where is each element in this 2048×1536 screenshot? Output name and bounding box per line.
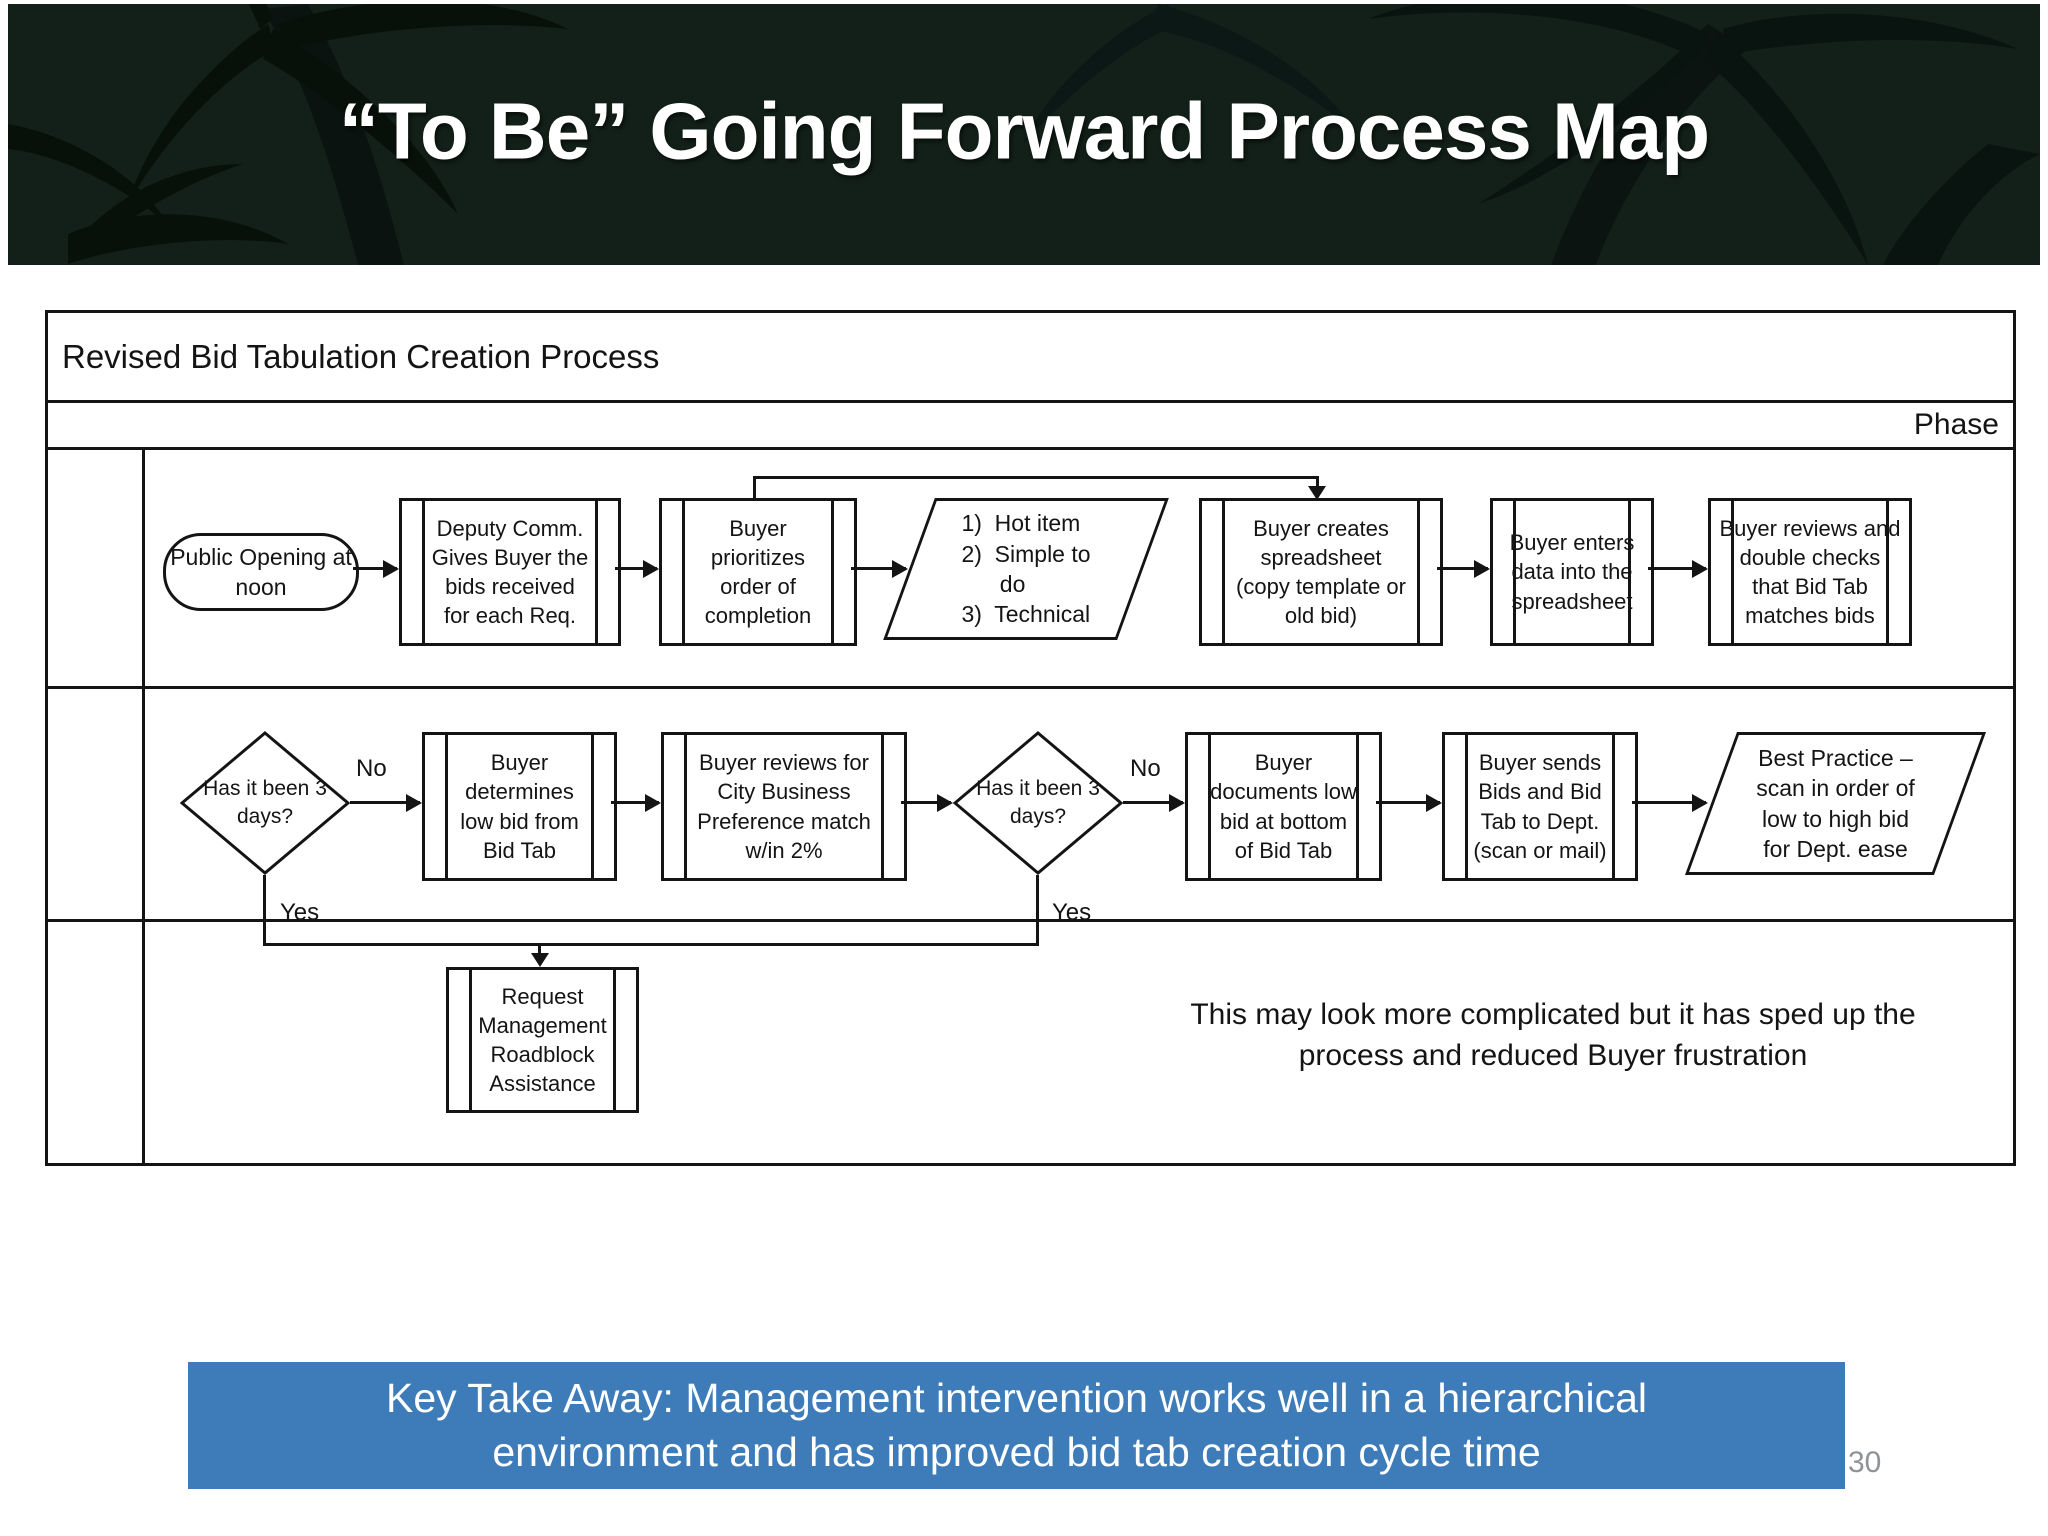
lane-divider-2 [48,919,2013,922]
node-buyer-enters-data: Buyer enters data into the spreadsheet [1490,498,1654,646]
skip-connector-horizontal [753,476,1319,479]
arrow-deputy-to-prioritize [615,559,659,578]
page-title: “To Be” Going Forward Process Map [338,85,1710,175]
node-priority-list: 1) Hot item 2) Simple to do 3) Technical [881,498,1171,640]
node-buyer-documents-low-bid: Buyer documents low bid at bottom of Bid… [1185,732,1382,881]
key-takeaway-banner: Key Take Away: Management intervention w… [188,1362,1845,1489]
arrow-determine-to-preference [611,793,661,812]
node-decision-3-days-2: Has it been 3 days? [953,731,1123,875]
yes-branch-arrowhead [531,953,549,967]
arrow-prioritize-to-list [851,559,908,578]
header-image: “To Be” Going Forward Process Map [8,4,2040,265]
arrow-enter-to-review [1648,559,1708,578]
node-buyer-sends-bids: Buyer sends Bids and Bid Tab to Dept. (s… [1442,732,1638,881]
node-best-practice: Best Practice – scan in order of low to … [1683,732,1988,875]
arrow-preference-to-decision2 [901,793,953,812]
arrow-decision1-no [350,793,422,812]
arrow-send-to-best-practice [1632,793,1708,812]
node-buyer-creates-spreadsheet: Buyer creates spreadsheet (copy template… [1199,498,1443,646]
yes-branch-horizontal [263,943,1039,946]
label-yes-1: Yes [280,899,320,926]
diagram-title: Revised Bid Tabulation Creation Process [62,337,660,375]
skip-connector-arrowhead [1308,486,1326,500]
key-takeaway-text: Key Take Away: Management intervention w… [385,1375,1647,1475]
node-buyer-prioritizes: Buyer prioritizes order of completion [659,498,857,646]
lane-label-column-divider [142,450,145,1163]
annotation-text: This may look more complicated but it ha… [1190,998,1916,1072]
process-map-frame: Revised Bid Tabulation Creation Process … [45,310,2016,1166]
arrow-create-to-enter [1437,559,1490,578]
phase-label: Phase [1913,408,1999,441]
palm-trees-image [8,4,2040,265]
yes-branch-to-roadblock [538,943,541,955]
arrow-start-to-deputy [353,559,399,578]
lane-divider-1 [48,686,2013,689]
node-buyer-reviews-preference: Buyer reviews for City Business Preferen… [661,732,907,881]
phase-row: Phase [48,403,2013,450]
node-decision-3-days-1: Has it been 3 days? [180,731,350,875]
page-number: 30 [1848,1446,1882,1479]
yes-branch-drop-1 [263,875,266,945]
label-no-1: No [356,755,387,782]
yes-branch-drop-2 [1036,875,1039,945]
node-request-management: Request Management Roadblock Assistance [446,967,639,1113]
arrow-document-to-send [1376,793,1442,812]
skip-connector-stub [753,476,756,500]
diagram-title-row: Revised Bid Tabulation Creation Process [48,313,2013,403]
node-deputy-comm: Deputy Comm. Gives Buyer the bids receiv… [399,498,621,646]
diamond-shape [180,731,350,875]
label-no-2: No [1130,755,1161,782]
node-buyer-reviews-double-checks: Buyer reviews and double checks that Bid… [1708,498,1912,646]
diamond-shape [953,731,1123,875]
node-public-opening: Public Opening at noon [163,533,359,611]
label-yes-2: Yes [1052,899,1092,926]
skip-connector-drop [1316,476,1319,488]
node-buyer-determines-low-bid: Buyer determines low bid from Bid Tab [422,732,617,881]
arrow-decision2-no [1123,793,1185,812]
